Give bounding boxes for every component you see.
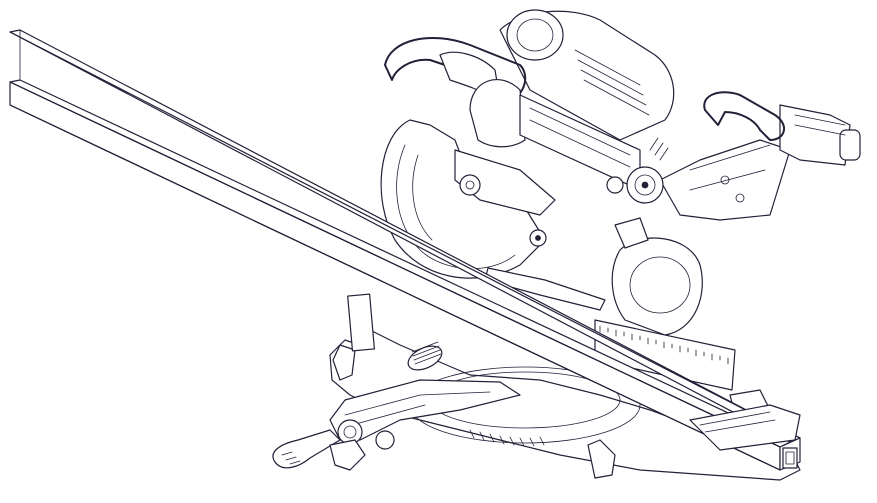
miter-lock-handle xyxy=(272,419,395,471)
saw-base xyxy=(329,293,801,481)
workpiece-rail xyxy=(9,29,801,471)
fence-ruler xyxy=(594,319,736,391)
motor-housing xyxy=(384,9,861,336)
right-table-edge xyxy=(689,404,801,451)
